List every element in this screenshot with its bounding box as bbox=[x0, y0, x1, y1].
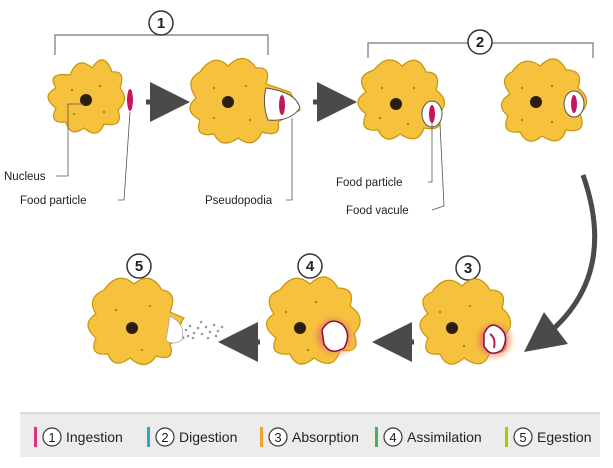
svg-text:2: 2 bbox=[161, 430, 168, 445]
stage-number-5: 5 bbox=[127, 254, 151, 278]
stage-number-4: 4 bbox=[298, 254, 322, 278]
svg-text:2: 2 bbox=[476, 34, 484, 51]
stage-number-2: 2 bbox=[468, 30, 492, 54]
svg-text:Assimilation: Assimilation bbox=[407, 429, 482, 445]
svg-text:Digestion: Digestion bbox=[179, 429, 237, 445]
nucleus-2 bbox=[222, 96, 234, 108]
bracket-stage-1 bbox=[55, 35, 268, 55]
amoeba-2 bbox=[190, 58, 300, 143]
curved-arrow-down bbox=[540, 175, 595, 340]
svg-text:Absorption: Absorption bbox=[292, 429, 359, 445]
svg-text:5: 5 bbox=[135, 258, 143, 275]
amoeba-absorption bbox=[420, 279, 516, 364]
legend-egestion: 5 Egestion bbox=[505, 427, 591, 447]
leader-pseudopodia bbox=[286, 118, 292, 200]
label-nucleus: Nucleus bbox=[4, 171, 46, 183]
nucleus-6 bbox=[294, 322, 306, 334]
svg-text:1: 1 bbox=[48, 430, 55, 445]
legend-absorption: 3 Absorption bbox=[260, 427, 359, 447]
svg-text:3: 3 bbox=[274, 430, 281, 445]
svg-text:4: 4 bbox=[389, 430, 396, 445]
leader-food-vacuole bbox=[432, 124, 444, 210]
legend-digestion: 2 Digestion bbox=[147, 427, 237, 447]
svg-text:4: 4 bbox=[306, 258, 315, 275]
nucleus-4 bbox=[530, 96, 542, 108]
svg-text:5: 5 bbox=[519, 430, 526, 445]
svg-text:3: 3 bbox=[464, 260, 472, 277]
svg-text:Ingestion: Ingestion bbox=[66, 429, 123, 445]
label-food-vacuole: Food vacule bbox=[346, 205, 409, 217]
nucleus-3 bbox=[390, 98, 402, 110]
svg-text:1: 1 bbox=[157, 15, 165, 32]
amoeba-3 bbox=[358, 60, 445, 139]
food-particle-1 bbox=[127, 89, 133, 111]
svg-text:Egestion: Egestion bbox=[537, 429, 591, 445]
label-food-particle-2: Food particle bbox=[336, 177, 402, 189]
stage-number-1: 1 bbox=[149, 11, 173, 35]
amoeba-egestion bbox=[88, 278, 184, 364]
legend-ingestion: 1 Ingestion bbox=[34, 427, 123, 447]
amoeba-assimilation bbox=[266, 277, 360, 364]
label-pseudopodia: Pseudopodia bbox=[205, 195, 273, 207]
leader-food-particle-2 bbox=[428, 122, 432, 182]
amoeba-4 bbox=[501, 59, 586, 141]
food-particle-2 bbox=[279, 95, 285, 115]
egested-waste bbox=[185, 321, 224, 340]
leader-food-particle-1 bbox=[118, 112, 130, 200]
stage-number-3: 3 bbox=[456, 256, 480, 280]
legend-assimilation: 4 Assimilation bbox=[375, 427, 482, 447]
nucleus-5 bbox=[446, 322, 458, 334]
label-food-particle: Food particle bbox=[20, 195, 86, 207]
amoeba-1 bbox=[48, 60, 125, 133]
nucleus-7 bbox=[126, 322, 138, 334]
